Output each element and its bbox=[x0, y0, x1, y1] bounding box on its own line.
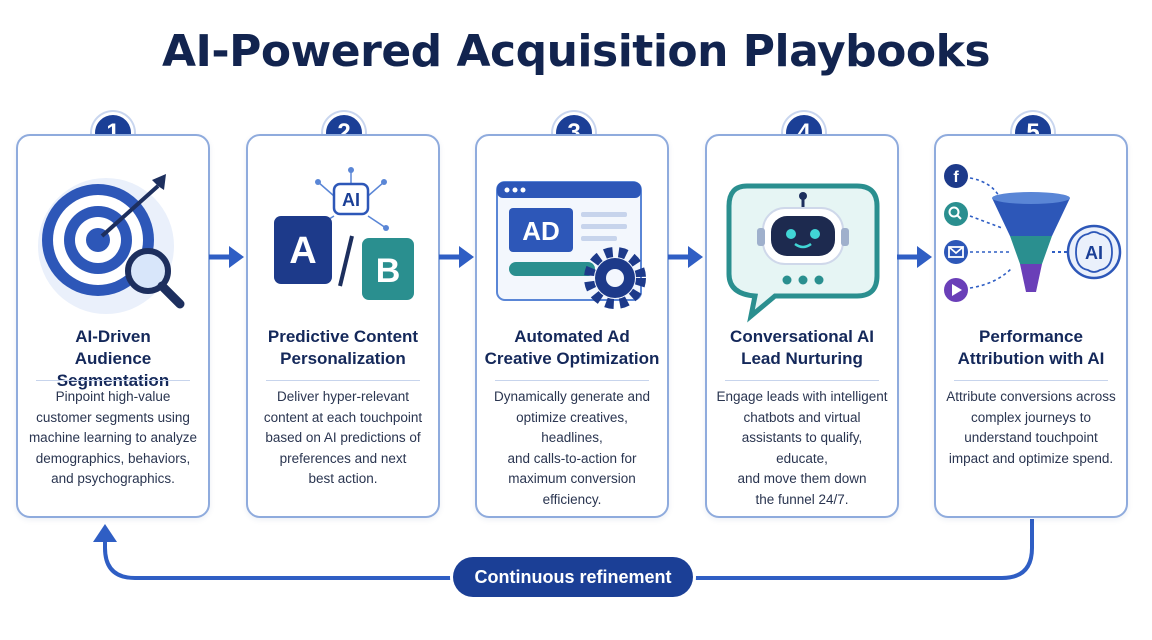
arrow-right-icon bbox=[668, 246, 703, 268]
arrow-right-icon bbox=[897, 246, 932, 268]
target-magnifier-icon bbox=[38, 174, 185, 314]
divider bbox=[954, 380, 1108, 381]
step-description: Pinpoint high-value customer segments us… bbox=[28, 389, 198, 486]
step-card: AD Automated Ad Creative Optimization Dy… bbox=[475, 134, 669, 518]
step-description: Engage leads with intelligent chatbots a… bbox=[716, 389, 888, 507]
ad-window-gear-icon: AD bbox=[496, 181, 646, 309]
svg-text:B: B bbox=[376, 252, 401, 290]
svg-text:AD: AD bbox=[522, 216, 560, 246]
divider bbox=[266, 380, 420, 381]
divider bbox=[495, 380, 649, 381]
step-card: AI-Driven Audience Segmentation Pinpoint… bbox=[16, 134, 210, 518]
svg-text:AI: AI bbox=[1085, 243, 1103, 263]
divider bbox=[725, 380, 879, 381]
step-description: Dynamically generate and optimize creati… bbox=[493, 389, 651, 507]
step-title: Automated Ad Creative Optimization bbox=[484, 327, 660, 368]
step-title: Conversational AI Lead Nurturing bbox=[730, 327, 874, 368]
arrow-right-icon bbox=[209, 246, 244, 268]
mail-icon bbox=[944, 240, 968, 264]
divider bbox=[36, 380, 190, 381]
play-icon bbox=[944, 278, 968, 302]
step-title: Performance Attribution with AI bbox=[957, 327, 1105, 368]
svg-text:AI: AI bbox=[342, 190, 360, 210]
funnel-attribution-icon: f AI bbox=[944, 164, 1122, 302]
svg-text:A: A bbox=[289, 230, 316, 272]
page-title: AI-Powered Acquisition Playbooks bbox=[161, 26, 991, 77]
step-title: Predictive Content Personalization bbox=[267, 327, 419, 368]
search-icon bbox=[944, 202, 968, 226]
svg-text:f: f bbox=[953, 169, 959, 186]
step-card: Conversational AI Lead Nurturing Engage … bbox=[705, 134, 899, 518]
step-description: Deliver hyper-relevant content at each t… bbox=[263, 389, 423, 486]
step-card: AI A B Predictive Content Personalizatio… bbox=[246, 134, 440, 518]
step-description: Attribute conversions across complex jou… bbox=[946, 389, 1116, 466]
chatbot-bubble-icon bbox=[726, 183, 880, 323]
arrow-right-icon bbox=[439, 246, 474, 268]
facebook-icon: f bbox=[944, 164, 968, 188]
continuous-refinement-label: Continuous refinement bbox=[453, 557, 693, 597]
step-card: f AI Performance A bbox=[934, 134, 1128, 518]
ab-test-ai-icon: AI A B bbox=[274, 167, 414, 300]
step-title: AI-Driven Audience Segmentation bbox=[56, 327, 170, 390]
